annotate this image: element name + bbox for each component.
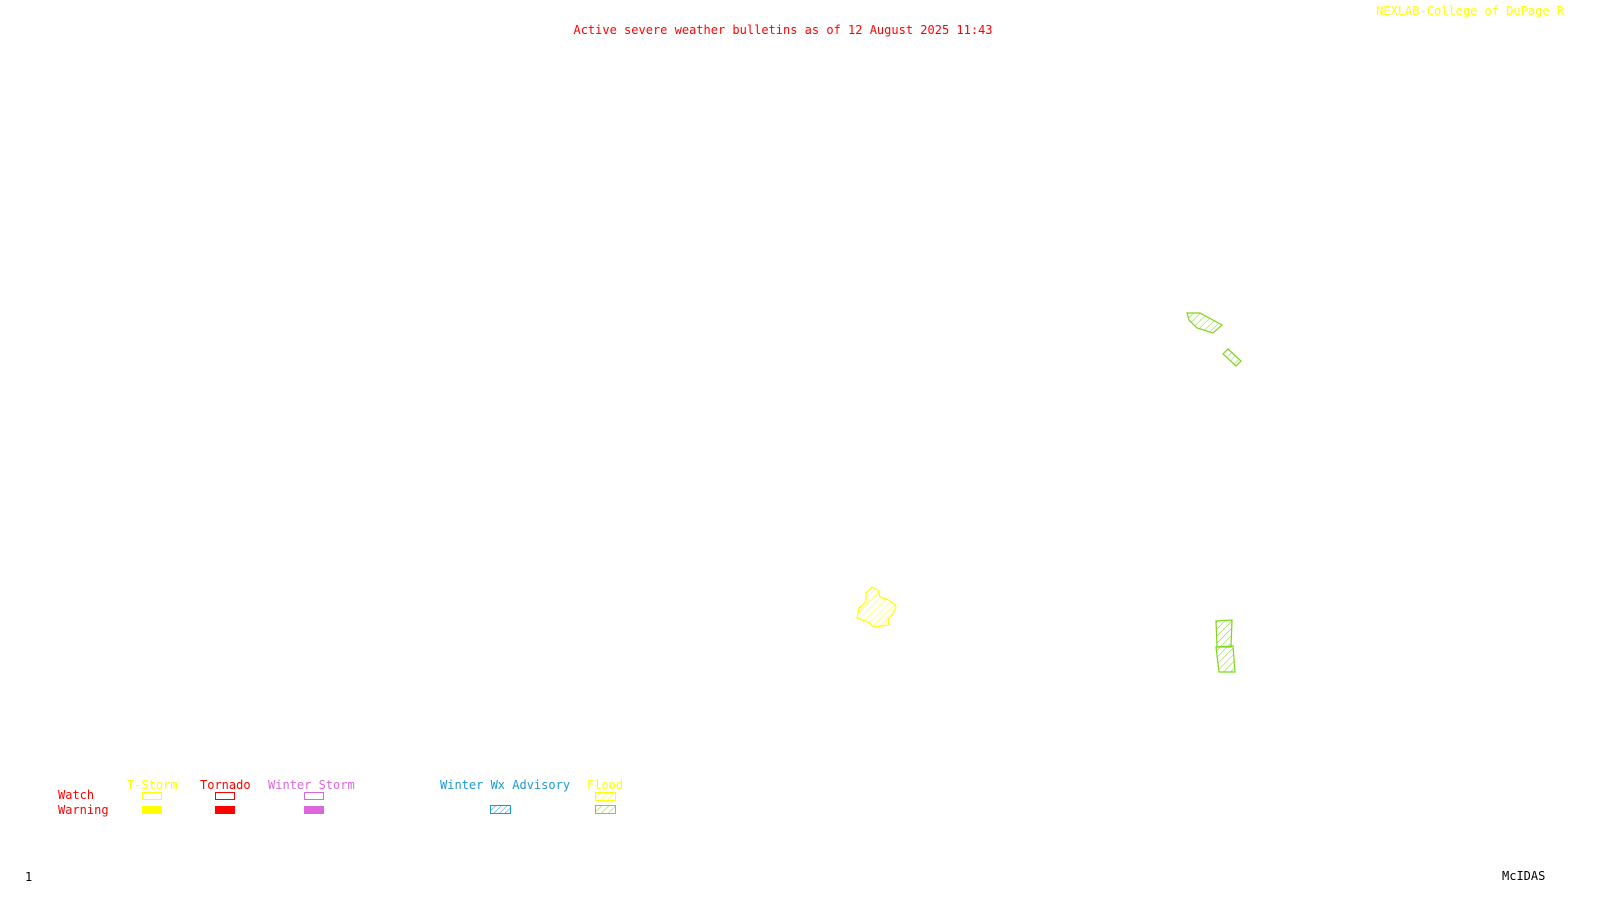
legend-warning-label: Warning (58, 803, 109, 817)
tstorm-warning-polygon (856, 586, 897, 628)
winter-wx-advisory-warning-swatch (490, 805, 511, 814)
legend-tstorm-label: T-Storm (127, 778, 178, 792)
legend-winter-storm-label: Winter Storm (268, 778, 355, 792)
flood-polygon-north (1186, 312, 1224, 334)
frame-number: 1 (25, 870, 33, 884)
legend-watch-label: Watch (58, 788, 95, 802)
map-title: Active severe weather bulletins as of 12… (573, 23, 993, 37)
legend-flood-label: Flood (587, 778, 624, 792)
flood-warning-swatch (595, 805, 616, 814)
tstorm-watch-swatch (142, 792, 162, 800)
tornado-warning-swatch (215, 806, 235, 814)
tornado-watch-swatch (215, 792, 235, 800)
software-label: McIDAS (1502, 869, 1546, 883)
flood-polygon-south-lower (1215, 645, 1236, 673)
flood-polygon-small (1222, 348, 1242, 367)
credit-label: NEXLAB-College of DuPage R (1376, 4, 1564, 18)
tstorm-warning-swatch (142, 806, 162, 814)
winter-storm-watch-swatch (304, 792, 324, 800)
flood-polygon-south-upper (1215, 619, 1233, 648)
winter-storm-warning-swatch (304, 806, 324, 814)
flood-watch-swatch (595, 792, 616, 801)
legend-tornado-label: Tornado (200, 778, 251, 792)
legend-winter-wx-advisory-label: Winter Wx Advisory (440, 778, 571, 792)
